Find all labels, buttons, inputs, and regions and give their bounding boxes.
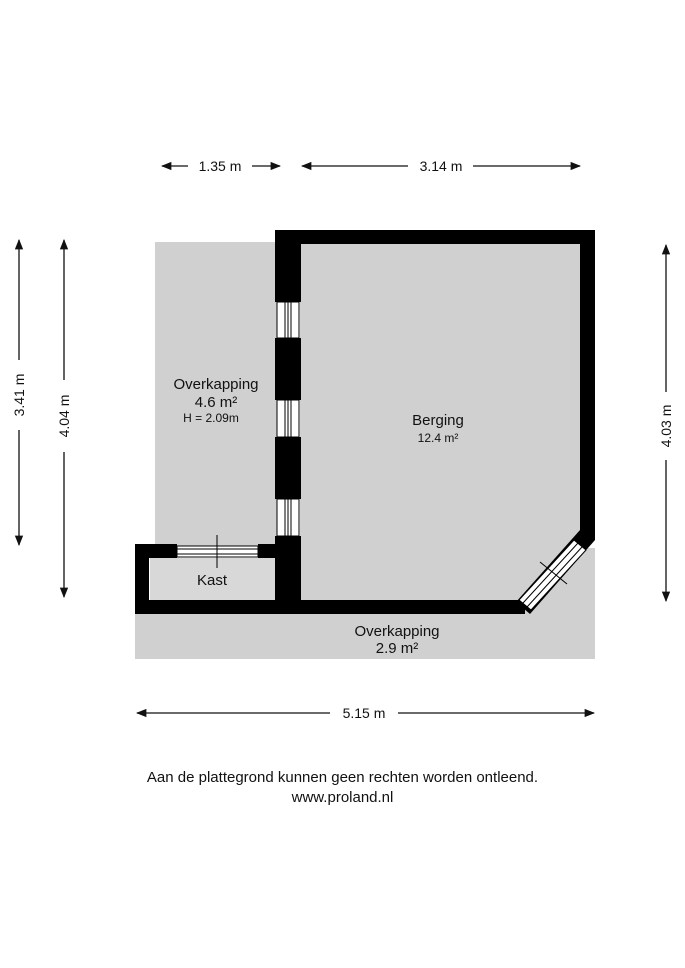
berging-floor [300,242,580,600]
dim-right: 4.03 m [658,405,674,448]
kast-floor [150,558,275,602]
dim-left-outer: 3.41 m [11,374,27,417]
dim-top-left: 1.35 m [199,158,242,174]
disclaimer-text: Aan de plattegrond kunnen geen rechten w… [146,769,539,786]
window-3 [276,495,300,540]
window-2 [276,396,300,441]
room-overkapping-bottom-area: 2.9 m² [376,640,419,657]
room-overkapping-left-area: 4.6 m² [195,394,238,411]
dim-bottom: 5.15 m [343,705,386,721]
room-overkapping-bottom-name: Overkapping [354,623,439,640]
room-berging-name: Berging [412,412,464,429]
dim-left-inner: 4.04 m [56,395,72,438]
room-overkapping-left-name: Overkapping [173,376,258,393]
room-berging-area: 12.4 m² [418,431,459,445]
website-link[interactable]: www.proland.nl [291,789,394,806]
dimension-lines [14,161,671,718]
window-1 [276,298,300,342]
dim-top-right: 3.14 m [420,158,463,174]
overkapping-bottom-floor [135,548,595,659]
room-kast-name: Kast [197,572,228,589]
overkapping-left-floor [155,242,277,546]
window-kast [176,535,259,568]
window-diagonal [518,539,587,611]
room-overkapping-left-height: H = 2.09m [183,411,239,425]
